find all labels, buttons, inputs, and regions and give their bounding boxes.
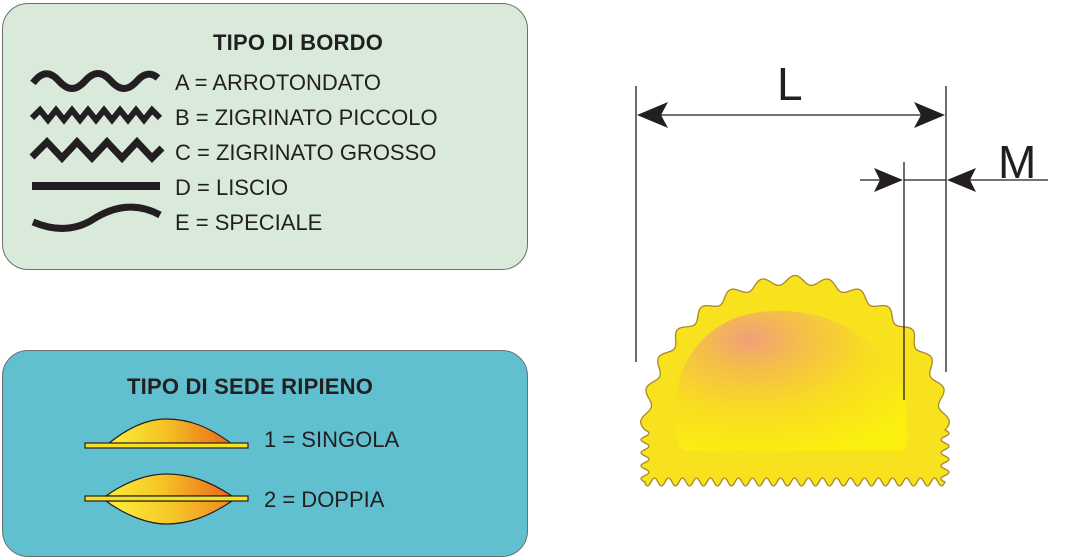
length-label: L xyxy=(777,58,803,110)
edge-type-panel xyxy=(2,3,528,270)
edge-item-b-label: B = ZIGRINATO PICCOLO xyxy=(175,105,438,130)
pasta-filling xyxy=(675,310,908,451)
large-zigzag-line-icon xyxy=(29,136,165,164)
single-filling-icon xyxy=(84,418,249,449)
filling-type-panel xyxy=(2,350,528,557)
double-filling-icon xyxy=(84,473,249,525)
curved-line-icon xyxy=(31,203,162,232)
filling-item-2-label: 2 = DOPPIA xyxy=(264,487,385,512)
edge-item-a-label: A = ARROTONDATO xyxy=(175,70,382,95)
edge-item-c-label: C = ZIGRINATO GROSSO xyxy=(175,140,437,165)
margin-dimension xyxy=(860,162,1048,400)
filling-item-1-label: 1 = SINGOLA xyxy=(264,427,400,452)
margin-label: M xyxy=(998,136,1037,188)
edge-type-title: TIPO DI BORDO xyxy=(213,30,384,55)
wavy-line-icon xyxy=(30,70,161,92)
edge-item-d-label: D = LISCIO xyxy=(175,175,289,200)
edge-item-e-label: E = SPECIALE xyxy=(175,210,323,235)
filling-type-title: TIPO DI SEDE RIPIENO xyxy=(127,374,374,399)
length-dimension xyxy=(635,86,947,372)
small-zigzag-line-icon xyxy=(29,105,163,125)
